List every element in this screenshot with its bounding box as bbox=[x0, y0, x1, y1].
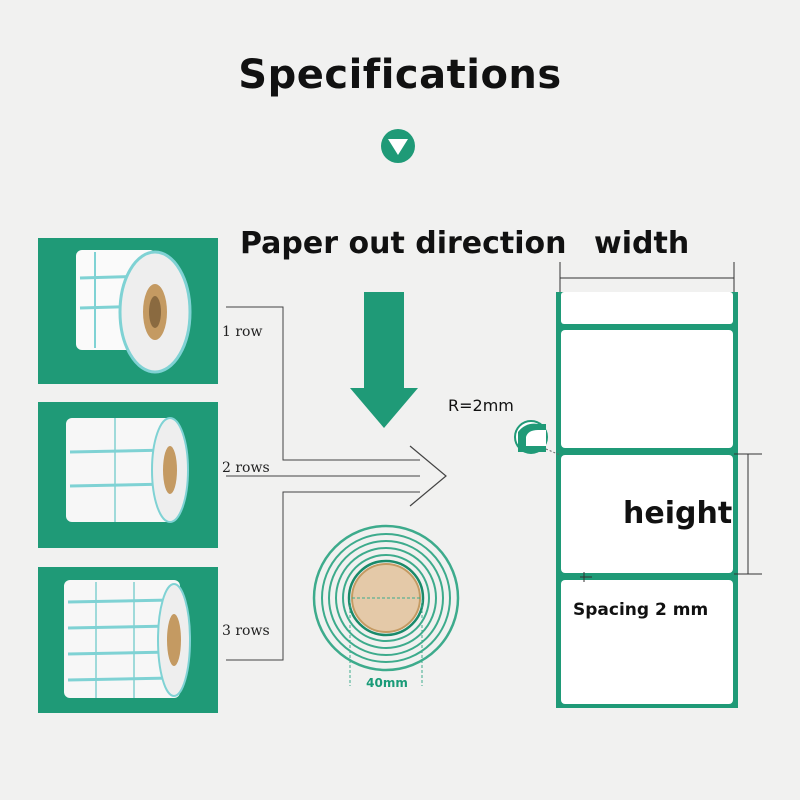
height-dimension bbox=[734, 453, 762, 575]
down-arrow-icon bbox=[350, 292, 418, 428]
width-heading: width bbox=[594, 226, 690, 261]
row-label-3: 3 rows bbox=[222, 623, 270, 639]
label-top-partial bbox=[561, 292, 733, 324]
corner-radius-magnifier bbox=[514, 420, 561, 456]
spacing-marker bbox=[580, 572, 592, 582]
label-2 bbox=[561, 455, 733, 573]
height-label: height bbox=[623, 496, 733, 531]
core-size-label: 40mm bbox=[366, 676, 408, 690]
roll-1-row bbox=[76, 250, 192, 374]
right-arrow-icon bbox=[409, 445, 447, 507]
core-dimension bbox=[349, 600, 423, 686]
row-label-2: 2 rows bbox=[222, 460, 270, 476]
label-1 bbox=[561, 330, 733, 448]
paper-out-direction-heading: Paper out direction bbox=[240, 226, 567, 261]
page-title: Specifications bbox=[238, 52, 562, 98]
row-connectors bbox=[226, 306, 420, 661]
radius-label: R=2mm bbox=[448, 396, 514, 415]
label-strip bbox=[556, 292, 738, 708]
row-label-1: 1 row bbox=[222, 324, 263, 340]
roll-3-rows bbox=[64, 580, 191, 698]
label-3 bbox=[561, 580, 733, 704]
width-dimension bbox=[559, 262, 735, 292]
label-roll-top-view bbox=[312, 524, 460, 672]
spacing-label: Spacing 2 mm bbox=[573, 600, 709, 620]
roll-2-rows bbox=[66, 417, 189, 523]
down-chevron-icon bbox=[381, 129, 415, 163]
